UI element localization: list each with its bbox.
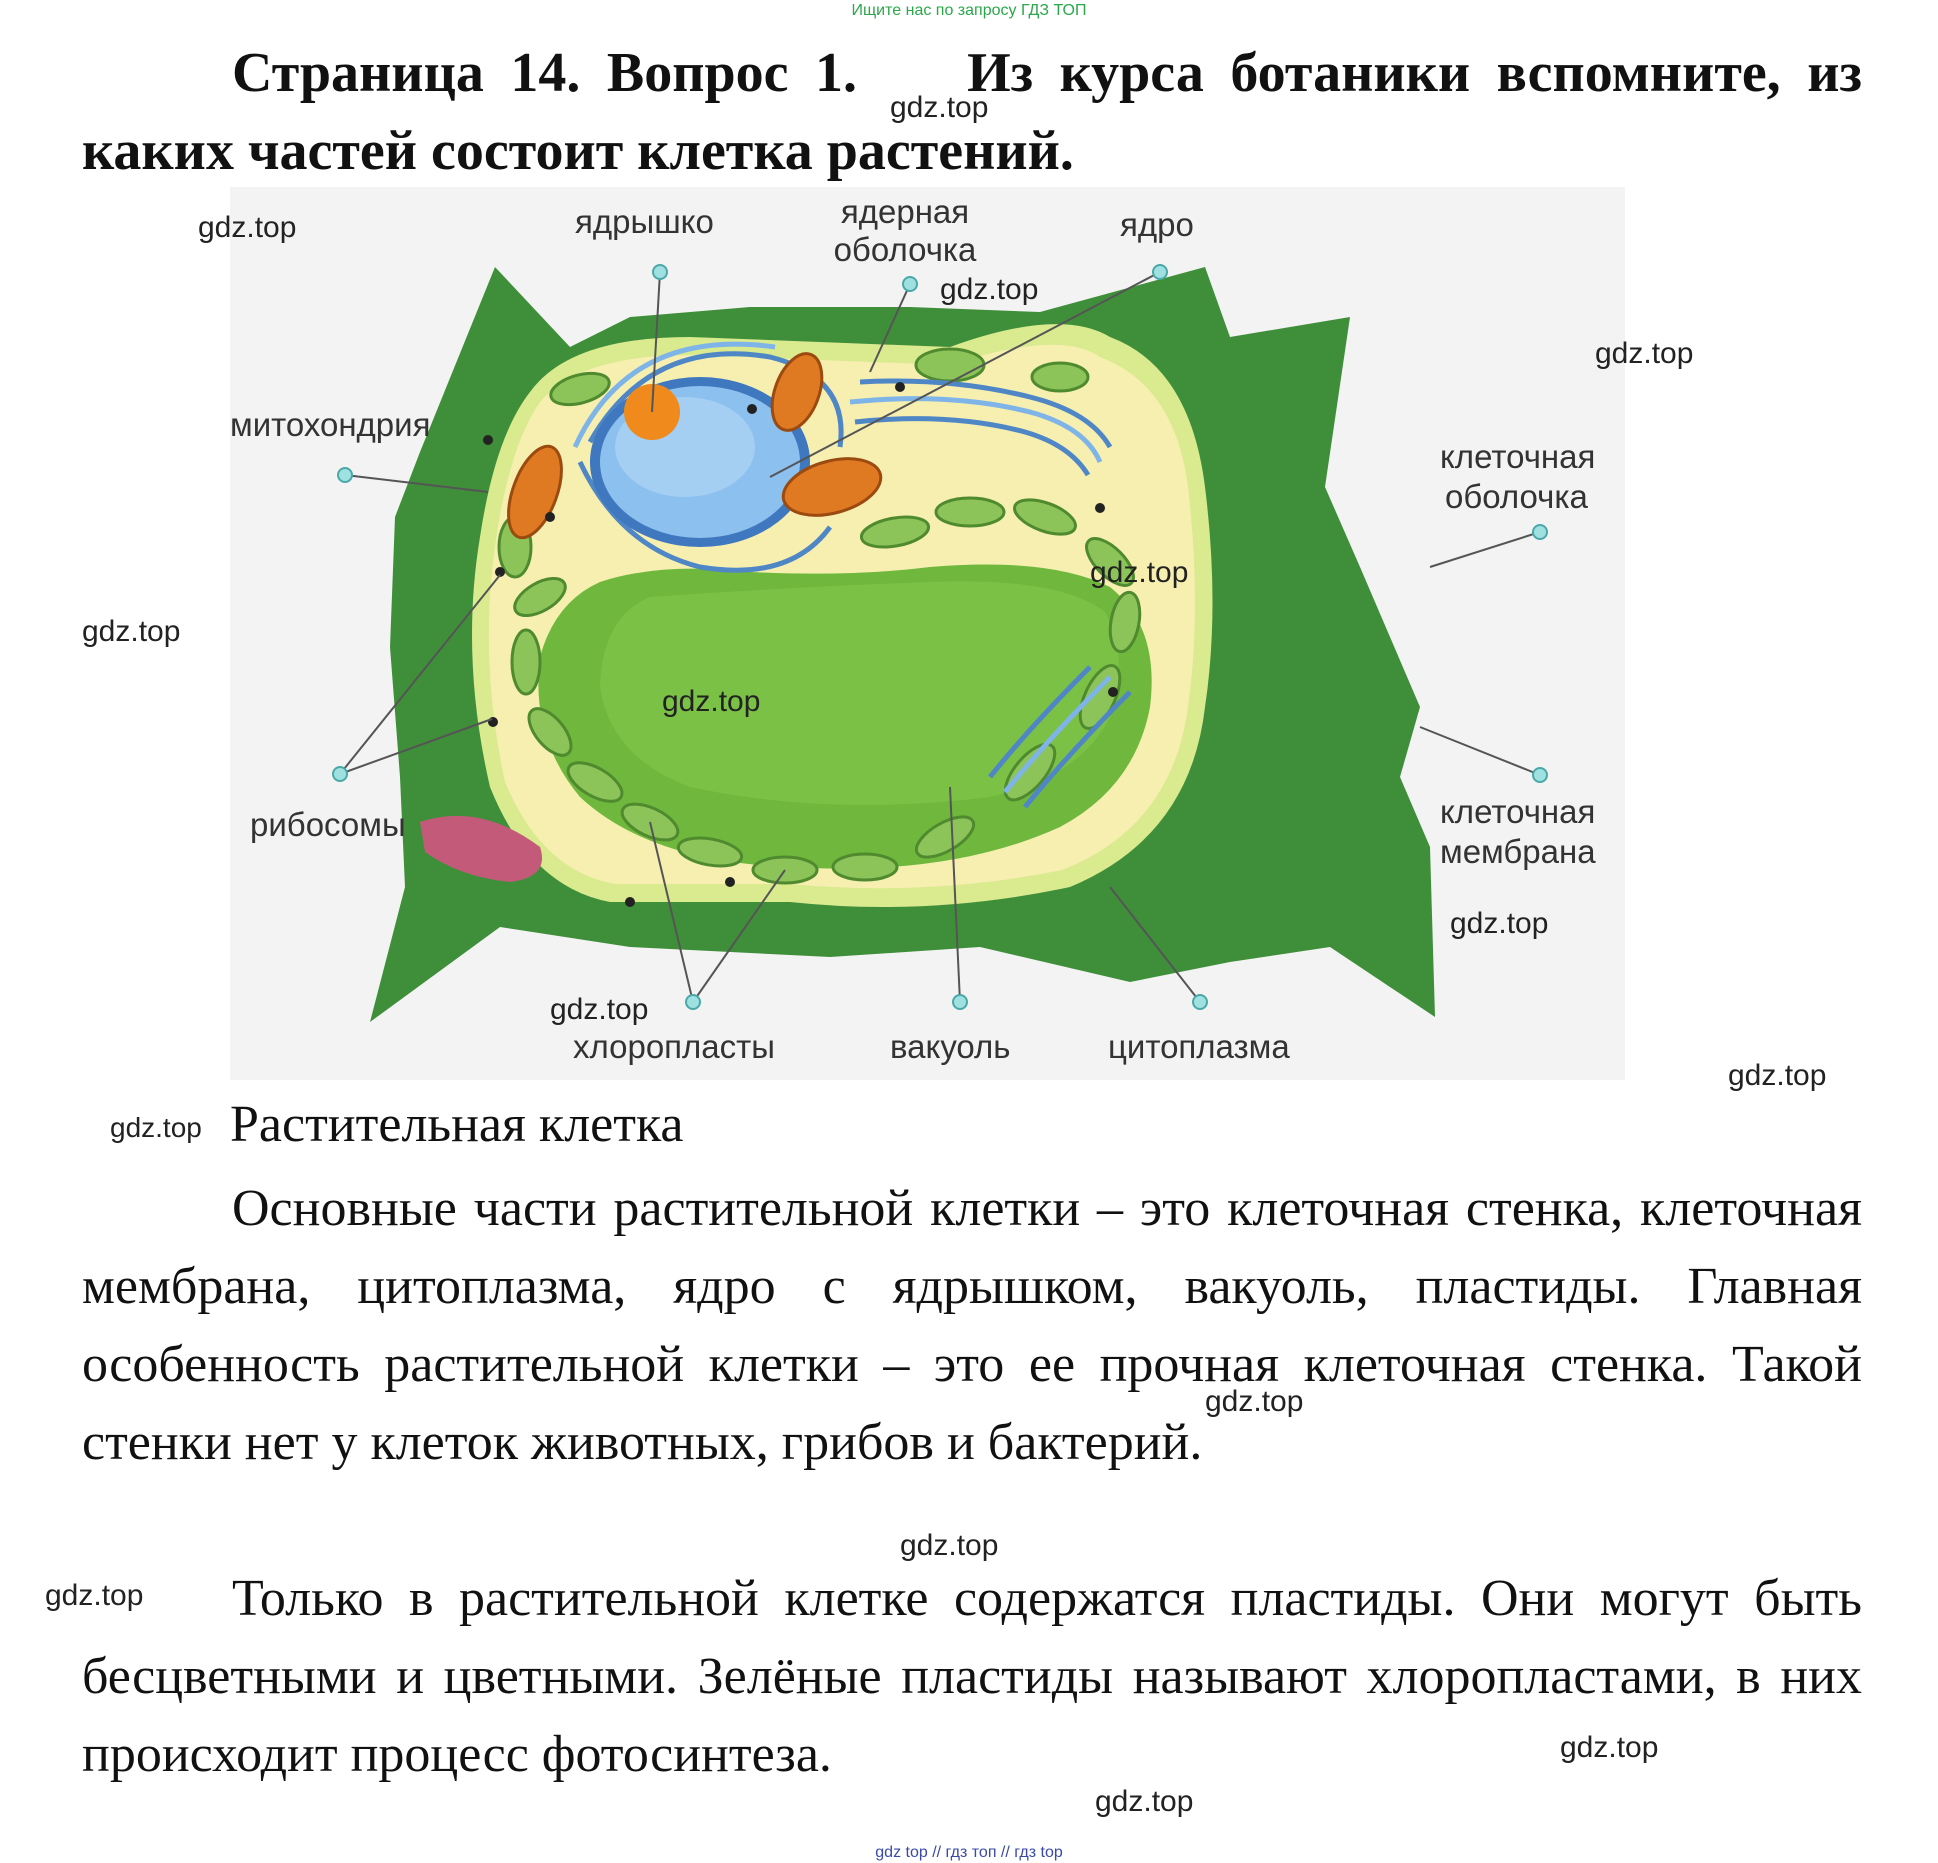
- chloroplast: [1078, 664, 1122, 730]
- watermark: gdz.top: [1450, 907, 1549, 940]
- label-cell-wall-line2: оболочка: [1445, 478, 1588, 515]
- watermark: gdz.top: [1095, 1785, 1194, 1818]
- watermark: gdz.top: [82, 615, 181, 648]
- plant-cell-illustration: [332, 264, 1548, 1022]
- chloroplast: [510, 628, 542, 696]
- ribosome: [1108, 687, 1118, 697]
- ribosomes: [483, 382, 1118, 907]
- label-nuclear-envelope-line2: оболочка: [833, 231, 977, 268]
- watermark: gdz.top: [198, 211, 297, 244]
- label-cell-membrane-line2: мембрана: [1440, 833, 1596, 870]
- label-cytoplasm: цитоплазма: [1108, 1028, 1290, 1065]
- ribosome: [545, 512, 555, 522]
- question-text: Из курса ботаники вспомните, из каких ча…: [82, 42, 1862, 182]
- pointer-dots: [332, 264, 1548, 1010]
- watermark: gdz.top: [1560, 1731, 1659, 1764]
- question-heading: Страница 14. Вопрос 1.Из курса ботаники …: [82, 34, 1862, 190]
- ribosome: [625, 897, 635, 907]
- watermark: gdz.top: [940, 273, 1039, 306]
- chloroplast: [934, 496, 1006, 528]
- ribosome: [483, 435, 493, 445]
- ribosome: [747, 404, 757, 414]
- ribosome: [495, 567, 505, 577]
- watermark: gdz.top: [1595, 337, 1694, 370]
- chloroplast: [549, 371, 611, 407]
- watermark: gdz.top: [662, 685, 761, 718]
- chloroplast: [566, 761, 624, 803]
- label-ribosomes: рибосомы: [250, 806, 406, 843]
- chloroplast: [859, 515, 931, 549]
- label-nucleolus: ядрышко: [575, 203, 714, 240]
- chloroplast: [513, 576, 567, 618]
- chloroplast: [914, 347, 986, 383]
- chloroplast: [1030, 361, 1090, 393]
- top-banner: Ищите нас по запросу ГДЗ ТОП: [851, 2, 1087, 19]
- mitochondria: [507, 352, 883, 540]
- plant-cell-diagram: ядрышко ядерная оболочка ядро митохондри…: [230, 187, 1625, 1080]
- ribosome: [725, 877, 735, 887]
- label-vacuole: вакуоль: [890, 1028, 1011, 1065]
- label-mitochondria: митохондрия: [230, 406, 431, 443]
- mitochondrion: [770, 352, 824, 432]
- footer-links: gdz top // гдз топ // гдз top: [875, 1844, 1063, 1861]
- golgi-body: [420, 815, 542, 882]
- watermark: gdz.top: [900, 1529, 999, 1562]
- vacuole-highlight: [600, 581, 1119, 805]
- chloroplast: [831, 852, 899, 882]
- figure-caption: Растительная клетка: [230, 1096, 684, 1153]
- chloroplast: [676, 836, 744, 868]
- watermark: gdz.top: [110, 1112, 202, 1143]
- label-cell-wall-line1: клеточная: [1440, 438, 1596, 475]
- ribosome: [488, 717, 498, 727]
- chloroplast: [527, 707, 573, 757]
- watermark: gdz.top: [1205, 1385, 1304, 1418]
- ribosome: [1095, 503, 1105, 513]
- label-nuclear-envelope-line1: ядерная: [840, 193, 970, 230]
- watermark: gdz.top: [1090, 556, 1189, 589]
- chloroplast: [1013, 498, 1077, 536]
- label-chloroplasts: хлоропласты: [573, 1028, 775, 1065]
- answer-paragraph-2: Только в растительной клетке содержатся …: [82, 1570, 1862, 1783]
- chloroplast: [1108, 590, 1142, 654]
- answer-paragraph-1: Основные части растительной клетки – это…: [82, 1180, 1862, 1471]
- chloroplast: [1003, 742, 1057, 802]
- label-nucleus: ядро: [1120, 206, 1194, 243]
- pointer-lines: [339, 271, 1541, 1003]
- watermark: gdz.top: [550, 993, 649, 1026]
- ribosome: [895, 382, 905, 392]
- watermark: gdz.top: [1728, 1059, 1827, 1092]
- watermark: gdz.top: [890, 91, 989, 124]
- watermark: gdz.top: [45, 1579, 144, 1612]
- chloroplast: [1085, 537, 1135, 587]
- mitochondrion: [781, 457, 883, 517]
- label-cell-membrane-line1: клеточная: [1440, 793, 1596, 830]
- question-number: Страница 14. Вопрос 1.: [232, 42, 858, 104]
